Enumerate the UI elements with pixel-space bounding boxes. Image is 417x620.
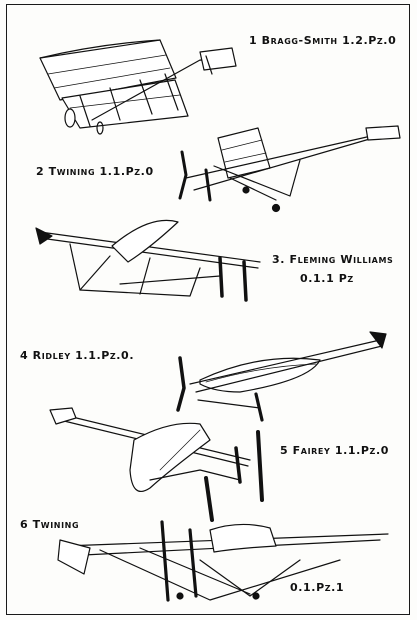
label-aircraft-2: 2 Twining 1.1.Pz.0	[36, 165, 154, 178]
aircraft-4-ridley	[176, 331, 387, 422]
aircraft-1-bragg-smith	[39, 39, 237, 135]
label-aircraft-3-code: 0.1.1 Pz	[300, 272, 354, 285]
label-aircraft-6-name: 6 Twining	[20, 518, 80, 531]
label-aircraft-5: 5 Fairey 1.1.Pz.0	[280, 444, 389, 457]
aircraft-6-twining	[57, 520, 389, 602]
label-aircraft-6-code: 0.1.Pz.1	[290, 581, 345, 594]
label-aircraft-4: 4 Ridley 1.1.Pz.0.	[20, 349, 135, 362]
label-aircraft-1: 1 Bragg-Smith 1.2.Pz.0	[249, 34, 397, 47]
page-border	[6, 4, 410, 615]
aircraft-2-twining	[178, 125, 401, 213]
label-aircraft-3-name: 3. Fleming Williams	[272, 253, 394, 266]
aircraft-3-fleming-williams	[35, 219, 261, 302]
aircraft-5-fairey	[49, 407, 264, 522]
